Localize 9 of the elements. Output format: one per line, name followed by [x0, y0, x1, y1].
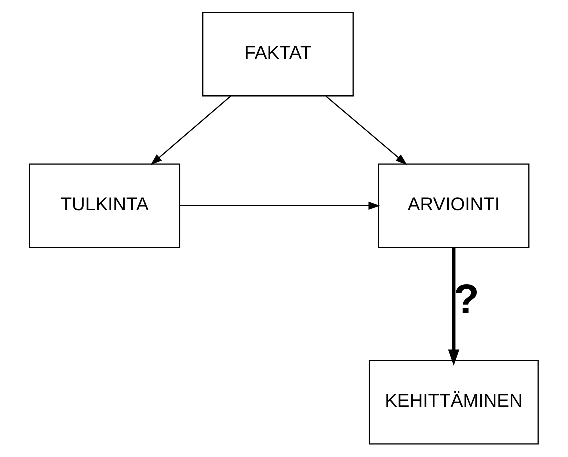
node-box: KEHITTÄMINEN: [368, 360, 539, 445]
arrow: [180, 202, 380, 210]
arrow: [448, 248, 460, 366]
node-box: FAKTAT: [202, 12, 354, 97]
edge-label: ?: [454, 275, 480, 322]
node-box: ARVIOINTI: [378, 164, 530, 248]
arrow: [150, 96, 232, 166]
arrow: [326, 96, 408, 166]
node-box: TULKINTA: [29, 164, 181, 248]
